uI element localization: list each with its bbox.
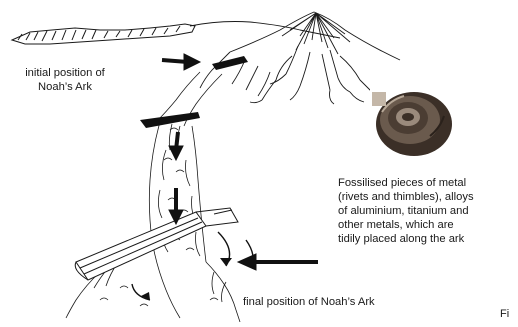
mid-slope-ledge — [140, 112, 200, 128]
initial-position-label: initial position of Noah’s Ark — [6, 66, 124, 94]
fossil-caption-line: Fossilised pieces of metal — [338, 176, 516, 190]
initial-label-line: Noah’s Ark — [6, 80, 124, 94]
figure-label-fragment: Fi — [500, 307, 509, 321]
fossil-caption-line: tidily placed along the ark — [338, 232, 516, 246]
arrow-icon — [162, 54, 200, 70]
fossil-caption-line: other metals, which are — [338, 218, 516, 232]
arrow-icon — [238, 254, 318, 270]
final-position-label: final position of Noah’s Ark — [243, 295, 375, 309]
fossil-caption-line: of aluminium, titanium and — [338, 204, 516, 218]
distant-ridge — [12, 22, 340, 45]
debris-flow — [66, 72, 240, 322]
initial-label-line: initial position of — [6, 66, 124, 80]
fossil-photo — [370, 82, 456, 160]
initial-ark-shape — [212, 56, 248, 70]
arrow-icon — [169, 132, 183, 160]
fossil-caption: Fossilised pieces of metal (rivets and t… — [338, 176, 516, 246]
final-ark — [75, 208, 238, 280]
fossil-caption-line: (rivets and thimbles), alloys — [338, 190, 516, 204]
arrow-icon — [220, 258, 232, 266]
